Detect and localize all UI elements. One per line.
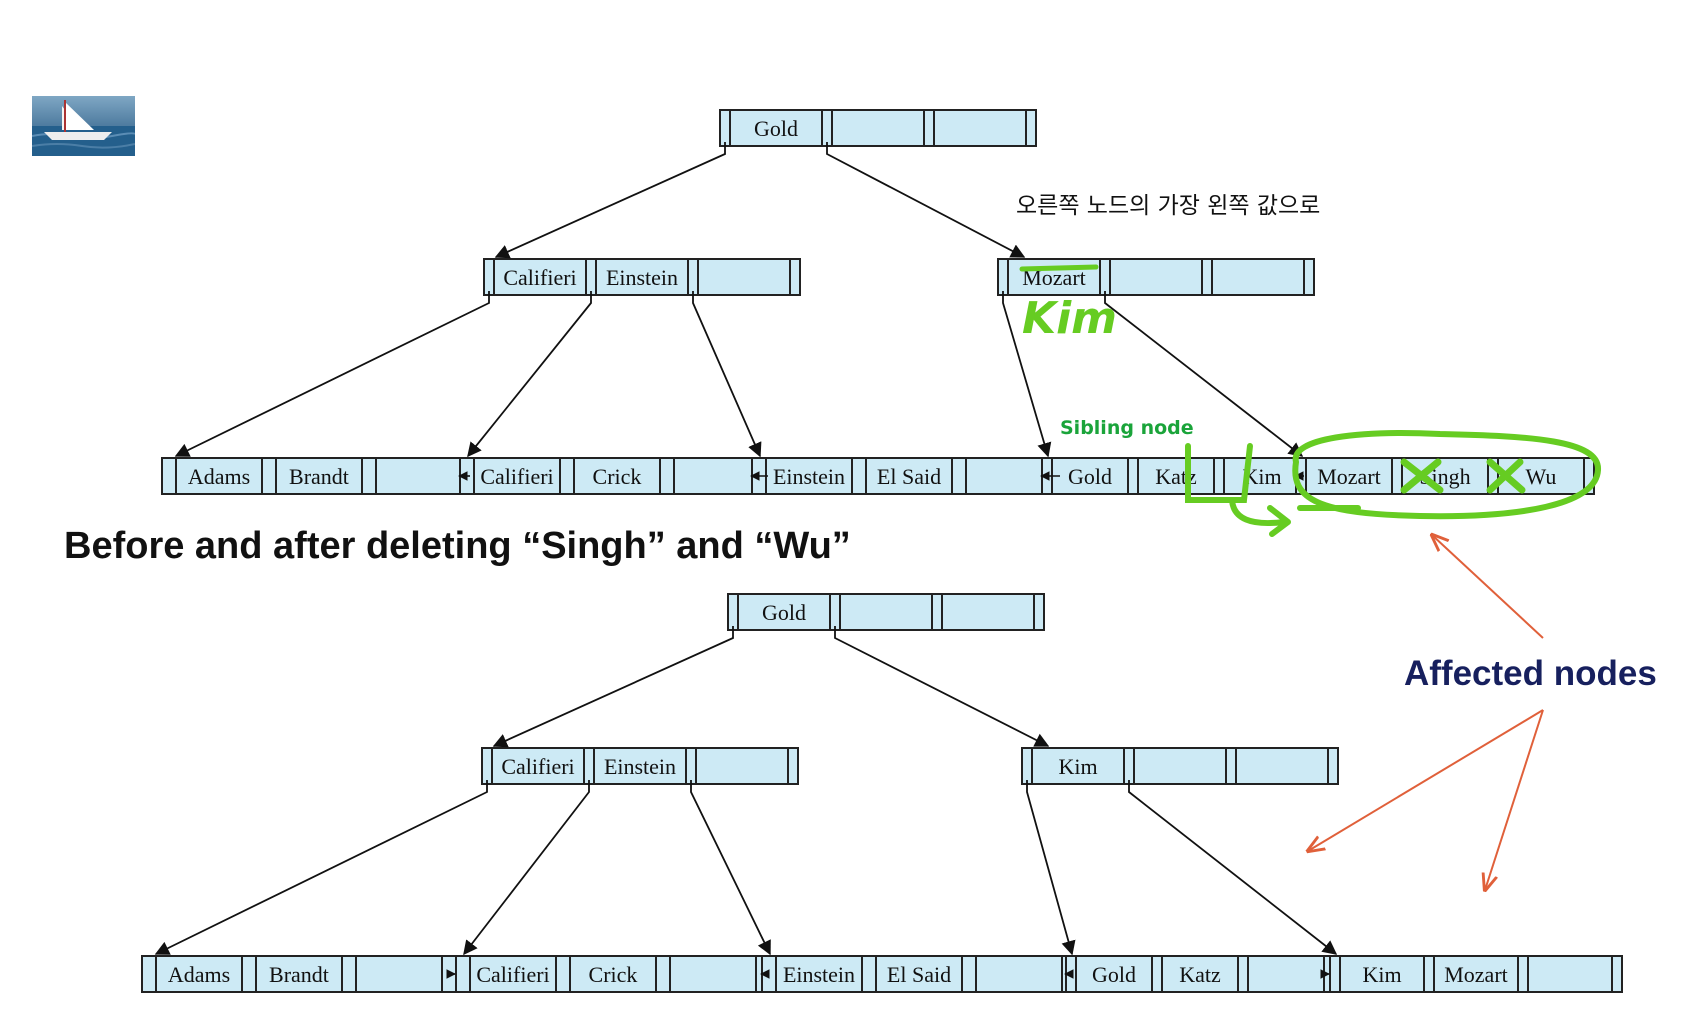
affected-arrows [1308,535,1544,890]
tree-edge [467,291,592,458]
after-leaf-node-box [141,955,457,993]
tree-edge [692,291,762,458]
tree-edge [1104,291,1304,457]
node-key: Gold [1092,962,1136,987]
node-key: El Said [877,464,941,489]
tree-edge [1002,291,1052,458]
after-leaf-node: Einstein El Said [761,955,1077,993]
after-leaf-node: Adams Brandt [141,955,457,993]
node-key: El Said [887,962,951,987]
sailboat-thumbnail [32,96,135,156]
before-internal-left-node: Califieri Einstein [483,258,801,296]
before-leaf-node-box [1041,457,1311,495]
affected-arrow-up [1432,535,1544,639]
node-key: Califieri [503,265,576,290]
before-internal-right-node-box [997,258,1315,296]
tree-edge [174,291,490,457]
node-key: Kim [1362,962,1401,987]
before-leaf-node-box [1295,457,1595,495]
tree-edge [492,626,734,748]
node-key: Mozart [1444,962,1508,987]
before-root-node: Gold [719,109,1037,147]
node-key: Einstein [783,962,855,987]
affected-nodes-label: Affected nodes [1404,654,1657,693]
before-leaf-node-box [459,457,775,495]
sibling-node-label: Sibling node [1060,417,1194,439]
node-key: Gold [762,600,806,625]
strike-mark [1019,264,1099,272]
move-arrowhead [1267,505,1291,537]
slide-title: Before and after deleting “Singh” and “W… [64,525,851,567]
kim-highlight-box [1185,443,1253,503]
before-internal-right-node: Mozart [997,258,1315,296]
tree-edges [154,142,1338,979]
node-key: Califieri [480,464,553,489]
node-key: Kim [1058,754,1097,779]
before-leaf-node: Adams Brandt [161,457,477,495]
before-root-node-box [719,109,1037,147]
after-root-node: Gold [727,593,1045,631]
move-arrow [1229,497,1287,526]
korean-note: 오른쪽 노드의 가장 왼쪽 값으로 [1016,193,1321,219]
after-root-node-box [727,593,1045,631]
node-key: Califieri [501,754,574,779]
after-leaf-node: Califieri Crick [455,955,771,993]
before-internal-left-node-box [483,258,801,296]
tree-edge [1128,780,1338,955]
node-key: Mozart [1317,464,1381,489]
node-key: Crick [589,962,638,987]
before-leaf-node: Einstein El Said [751,457,1067,495]
tree-edge [154,780,488,955]
affected-arrow-down [1485,709,1544,890]
after-internal-left-node-box [481,747,799,785]
after-internal-right-node-box [1021,747,1339,785]
before-leaf-node-box [751,457,1067,495]
node-key: Wu [1526,464,1557,489]
tree-edge [1026,780,1076,956]
node-key: Adams [168,962,230,987]
after-leaf-node-box [455,955,771,993]
node-key: Gold [1068,464,1112,489]
x-mark-singh [1400,458,1444,494]
tree-edge [690,780,771,956]
after-leaf-node-box [1329,955,1623,993]
node-key: Gold [754,116,798,141]
tree-edge [463,780,590,956]
after-leaf-node: Kim Mozart [1329,955,1623,993]
after-internal-right-node: Kim [1021,747,1339,785]
node-key: Brandt [269,962,329,987]
x-mark-wu [1486,458,1526,494]
tree-edge [494,142,726,259]
node-key: Einstein [604,754,676,779]
node-key: Adams [188,464,250,489]
node-key: Califieri [476,962,549,987]
before-leaf-node-box [161,457,477,495]
node-key: Katz [1179,962,1221,987]
handwritten-kim: Kim [1022,293,1118,344]
green-annotations [1019,264,1601,537]
affected-arrow-left [1308,709,1544,851]
tree-edge [834,626,1050,747]
after-leaf-node: Gold Katz [1065,955,1335,993]
tree-edge [826,142,1026,258]
node-key: Crick [593,464,642,489]
after-internal-left-node: Califieri Einstein [481,747,799,785]
node-key: Brandt [289,464,349,489]
node-key: Einstein [606,265,678,290]
node-key: Einstein [773,464,845,489]
before-leaf-node: Califieri Crick [459,457,775,495]
